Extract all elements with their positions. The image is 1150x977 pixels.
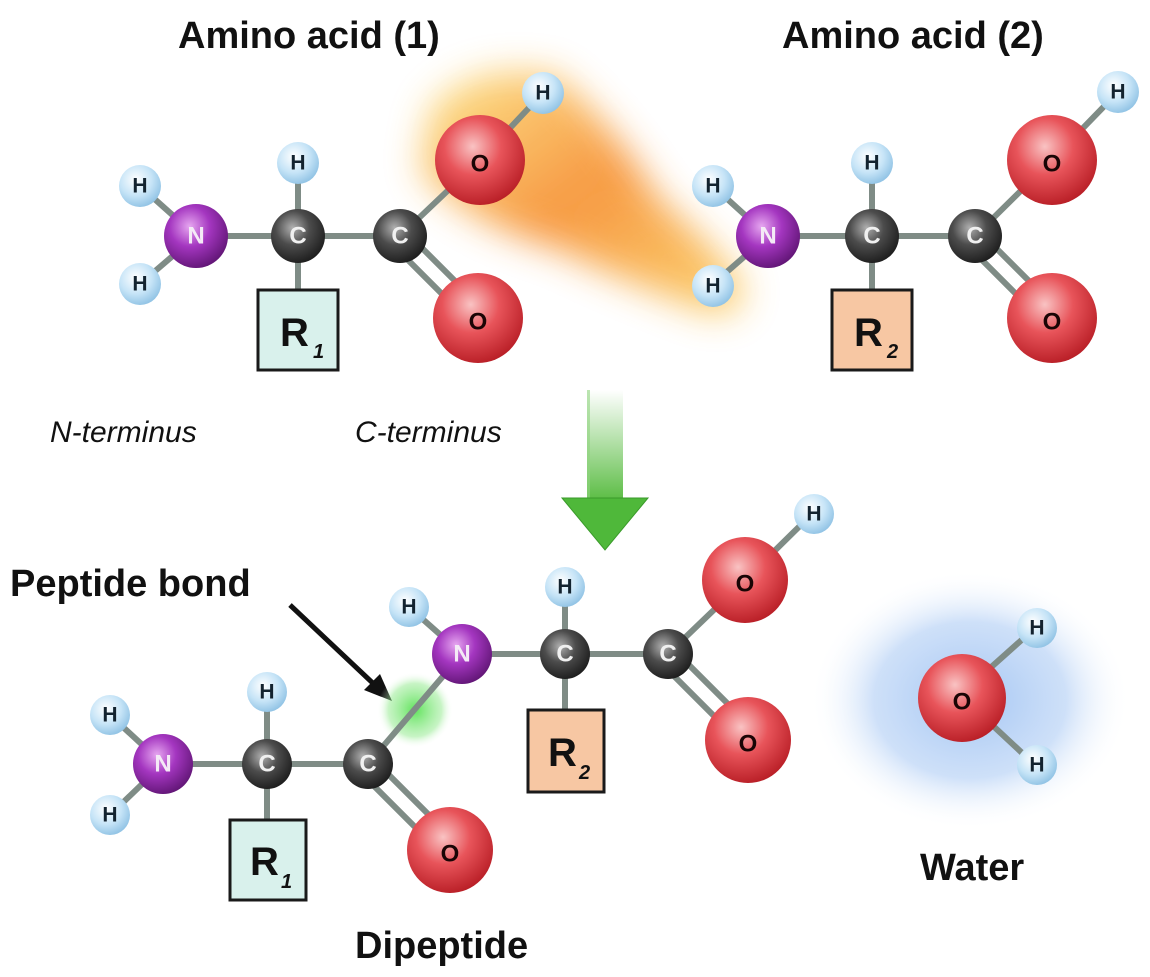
svg-text:H: H <box>259 681 274 704</box>
reaction-arrow-icon <box>560 390 650 551</box>
water-molecule: H H O <box>918 608 1057 785</box>
side-chain-r1: R 1 <box>256 288 340 372</box>
title-amino-acid-1: Amino acid (1) <box>178 15 440 57</box>
atom-h: H <box>1017 745 1057 785</box>
title-amino-acid-2: Amino acid (2) <box>782 15 1044 57</box>
svg-text:H: H <box>535 82 550 105</box>
atom-n: N <box>736 204 800 268</box>
atom-h: H <box>90 795 130 835</box>
atom-o-carbonyl: O <box>1007 273 1097 363</box>
svg-text:C: C <box>258 751 275 778</box>
svg-text:H: H <box>705 175 720 198</box>
atom-o-hydroxyl: O <box>435 115 525 205</box>
atom-h: H <box>119 263 161 305</box>
water-label: Water <box>920 847 1024 889</box>
svg-text:O: O <box>441 841 460 868</box>
atom-h: H <box>90 695 130 735</box>
dipeptide: H H N H C C O R 1 H N H C C O H O R 2 <box>90 494 834 902</box>
atom-c-carboxyl: C <box>948 209 1002 263</box>
svg-text:2: 2 <box>578 762 590 784</box>
c-terminus-label: C-terminus <box>355 416 502 449</box>
atom-h: H <box>1017 608 1057 648</box>
atom-n-amide: N <box>432 624 492 684</box>
atom-o: O <box>918 654 1006 742</box>
svg-text:H: H <box>102 704 117 727</box>
svg-text:1: 1 <box>281 871 292 893</box>
svg-text:N: N <box>759 223 776 250</box>
svg-text:O: O <box>469 309 488 336</box>
svg-text:R: R <box>548 731 577 775</box>
atom-h-amide: H <box>389 587 429 627</box>
svg-text:C: C <box>966 223 983 250</box>
svg-text:O: O <box>1043 309 1062 336</box>
atom-h-amine: H <box>692 265 734 307</box>
svg-text:N: N <box>453 641 470 668</box>
svg-text:1: 1 <box>313 341 324 363</box>
svg-text:C: C <box>556 641 573 668</box>
atom-c-alpha: C <box>271 209 325 263</box>
peptide-bond-pointer-arrow-icon <box>288 603 392 701</box>
svg-text:R: R <box>854 311 883 355</box>
svg-text:C: C <box>659 641 676 668</box>
svg-text:H: H <box>806 503 821 526</box>
svg-text:C: C <box>359 751 376 778</box>
n-terminus-label: N-terminus <box>50 416 197 449</box>
side-chain-r2: R 2 <box>526 708 606 794</box>
svg-text:C: C <box>391 223 408 250</box>
svg-text:R: R <box>250 840 279 884</box>
peptide-bond-label: Peptide bond <box>10 563 251 605</box>
atom-h-hydroxyl: H <box>1097 71 1139 113</box>
atom-c-carbonyl: C <box>343 739 393 789</box>
side-chain-r2: R 2 <box>830 288 914 372</box>
svg-text:H: H <box>864 152 879 175</box>
atom-h: H <box>692 165 734 207</box>
atom-n: N <box>164 204 228 268</box>
atom-h: H <box>851 142 893 184</box>
atom-h-hydroxyl: H <box>794 494 834 534</box>
svg-text:O: O <box>739 731 758 758</box>
atom-n: N <box>133 734 193 794</box>
svg-text:H: H <box>705 275 720 298</box>
atom-h: H <box>247 672 287 712</box>
svg-text:O: O <box>736 571 755 598</box>
svg-text:2: 2 <box>886 341 898 363</box>
svg-text:H: H <box>1110 81 1125 104</box>
atom-c-alpha: C <box>845 209 899 263</box>
atom-c-alpha: C <box>540 629 590 679</box>
atom-h: H <box>545 567 585 607</box>
dipeptide-label: Dipeptide <box>355 925 528 967</box>
amino-acid-2: H H N H C C O H O R 2 <box>692 71 1139 372</box>
svg-text:H: H <box>132 273 147 296</box>
svg-text:H: H <box>1029 754 1044 777</box>
svg-text:H: H <box>1029 617 1044 640</box>
svg-text:C: C <box>289 223 306 250</box>
svg-text:O: O <box>471 151 490 178</box>
side-chain-r1: R 1 <box>228 818 308 902</box>
svg-text:H: H <box>290 152 305 175</box>
atom-h-hydroxyl: H <box>522 72 564 114</box>
svg-text:H: H <box>132 175 147 198</box>
svg-text:H: H <box>401 596 416 619</box>
svg-text:H: H <box>557 576 572 599</box>
atom-o-hydroxyl: O <box>1007 115 1097 205</box>
svg-text:O: O <box>1043 151 1062 178</box>
svg-text:H: H <box>102 804 117 827</box>
atom-c-alpha: C <box>242 739 292 789</box>
atom-o-carbonyl: O <box>407 807 493 893</box>
atom-o-hydroxyl: O <box>702 537 788 623</box>
amino-acid-1: H H N H C C O H O R 1 <box>119 72 564 372</box>
svg-text:N: N <box>187 223 204 250</box>
svg-text:R: R <box>280 311 309 355</box>
svg-text:O: O <box>953 689 972 716</box>
atom-o-carbonyl: O <box>705 697 791 783</box>
atom-h: H <box>277 142 319 184</box>
atom-c-carboxyl: C <box>373 209 427 263</box>
atom-c-carboxyl: C <box>643 629 693 679</box>
svg-text:C: C <box>863 223 880 250</box>
atom-h: H <box>119 165 161 207</box>
atom-o-carbonyl: O <box>433 273 523 363</box>
svg-text:N: N <box>154 751 171 778</box>
